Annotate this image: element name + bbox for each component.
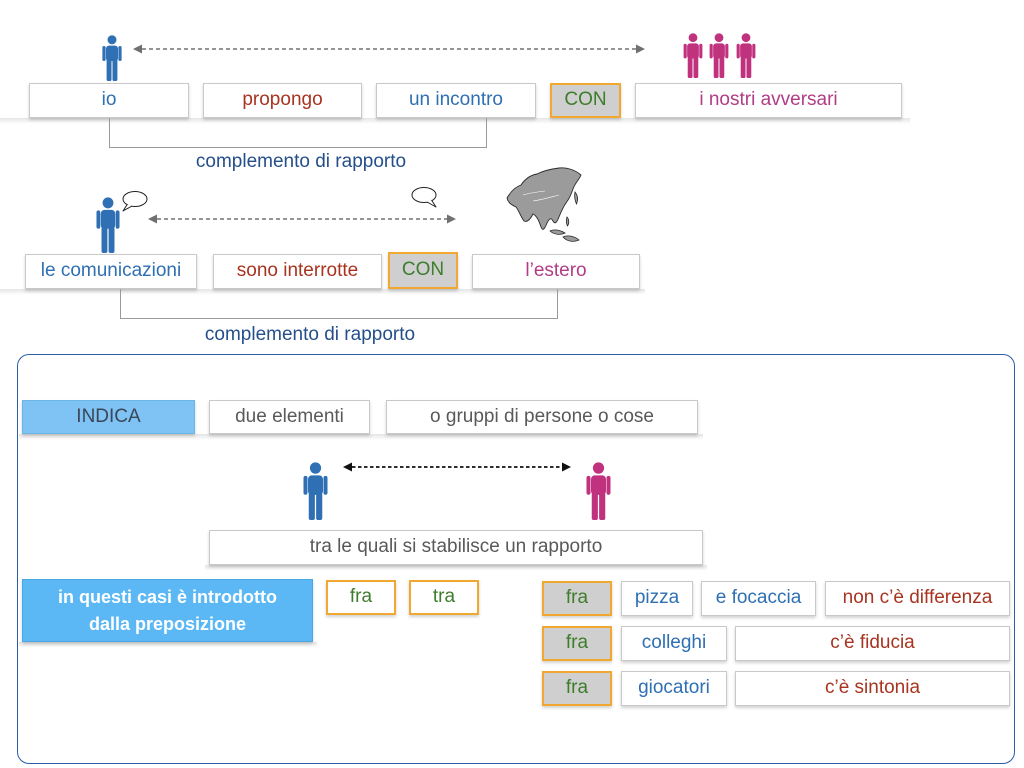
speech-bubble-icon: [411, 186, 439, 208]
double-arrow-icon: [343, 462, 571, 472]
verb-box: sono interrotte: [213, 254, 382, 289]
verb-box: propongo: [203, 83, 362, 118]
table-preposition-text: fra: [565, 677, 589, 699]
table-preposition-box: fra: [542, 581, 612, 616]
term-box: l’estero: [472, 254, 640, 289]
person-icon: [736, 33, 756, 78]
table-cell: colleghi: [621, 626, 727, 661]
definition-part-box: due elementi: [209, 400, 370, 434]
person-icon: [303, 462, 328, 520]
bracket-connector: [109, 118, 487, 148]
bracket-connector: [120, 289, 558, 319]
row-shadow: [19, 434, 703, 440]
table-cell: giocatori: [621, 671, 727, 706]
intro-line: in questi casi è introdotto: [57, 587, 277, 608]
table-cell-text: c’è sintonia: [824, 677, 921, 699]
verb-text: sono interrotte: [236, 260, 359, 282]
preposition-text: CON: [564, 89, 607, 111]
table-cell: c’è sintonia: [735, 671, 1010, 706]
intro-line: dalla preposizione: [88, 613, 247, 634]
table-preposition-text: fra: [565, 632, 589, 654]
definition-part-box: o gruppi di persone o cose: [386, 400, 698, 434]
table-cell-text: colleghi: [641, 632, 707, 654]
object-text: un incontro: [408, 89, 503, 111]
preposition-box: fra: [326, 580, 396, 615]
definition-part-text: tra le quali si stabilisce un rapporto: [309, 536, 603, 558]
table-cell-text: e focaccia: [715, 587, 802, 609]
speech-bubble-icon: [120, 190, 148, 212]
asia-map-icon: [506, 167, 582, 242]
person-icon: [586, 462, 611, 520]
row-shadow: [0, 289, 645, 295]
complement-label: complemento di rapporto: [204, 324, 416, 345]
preposition-text: fra: [349, 586, 373, 608]
verb-text: propongo: [242, 89, 323, 111]
preposition-box: CON: [388, 252, 458, 289]
person-icon: [96, 197, 120, 253]
table-cell: e focaccia: [701, 581, 816, 616]
subject-box: le comunicazioni: [25, 254, 197, 289]
double-arrow-icon: [148, 214, 456, 224]
definition-part-text: due elementi: [235, 405, 344, 427]
object-box: un incontro: [376, 83, 536, 118]
subject-box: io: [29, 83, 189, 118]
term-box: i nostri avversari: [635, 83, 902, 118]
indica-box: INDICA: [22, 400, 195, 434]
definition-part-box: tra le quali si stabilisce un rapporto: [209, 530, 703, 565]
table-cell-text: pizza: [634, 587, 680, 609]
preposition-text: tra: [432, 586, 456, 608]
person-icon: [102, 35, 122, 81]
table-cell: pizza: [621, 581, 693, 616]
complement-label: complemento di rapporto: [195, 151, 407, 172]
table-preposition-box: fra: [542, 626, 612, 661]
definition-panel: [17, 354, 1015, 764]
table-cell-text: non c’è differenza: [842, 587, 993, 609]
row-shadow: [205, 565, 707, 571]
term-text: l’estero: [525, 260, 587, 282]
row-shadow: [19, 642, 317, 648]
subject-text: le comunicazioni: [40, 260, 182, 282]
person-icon: [683, 33, 703, 78]
preposition-text: CON: [401, 259, 445, 281]
table-preposition-text: fra: [565, 587, 589, 609]
definition-part-text: o gruppi di persone o cose: [430, 405, 654, 427]
intro-box: in questi casi è introdotto dalla prepos…: [22, 579, 313, 642]
row-shadow: [0, 118, 910, 124]
table-cell-text: giocatori: [638, 677, 710, 699]
indica-text: INDICA: [76, 405, 141, 427]
table-cell-text: c’è fiducia: [830, 632, 915, 654]
preposition-box: CON: [550, 83, 621, 118]
subject-text: io: [101, 89, 117, 111]
person-icon: [709, 33, 729, 78]
preposition-box: tra: [409, 580, 479, 615]
table-cell: c’è fiducia: [735, 626, 1010, 661]
double-arrow-icon: [133, 44, 645, 54]
table-cell: non c’è differenza: [825, 581, 1010, 616]
term-text: i nostri avversari: [699, 89, 838, 111]
table-preposition-box: fra: [542, 671, 612, 706]
